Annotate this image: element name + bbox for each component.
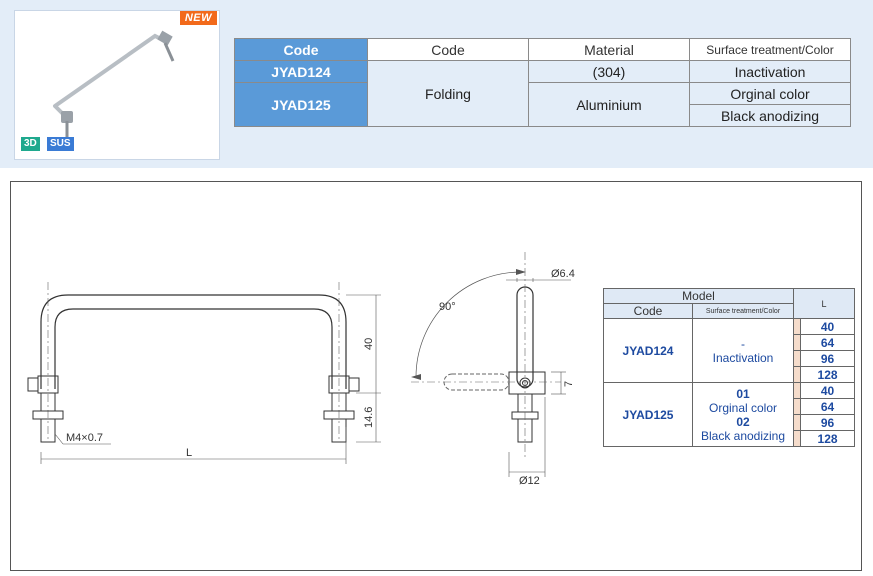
model-l-125-128: 128 xyxy=(800,430,855,447)
model-col-surface: Surface treatment/Color xyxy=(692,303,794,319)
angle-label: 90° xyxy=(439,301,456,313)
spec-surface-black: Black anodizing xyxy=(689,104,851,127)
model-surface-jyad124: - Inactivation xyxy=(692,318,794,383)
model-l-124-40: 40 xyxy=(800,318,855,335)
model-code-jyad125: JYAD125 xyxy=(603,382,693,447)
model-sub-jyad124: - xyxy=(741,336,745,351)
model-bar xyxy=(792,366,802,383)
model-bar xyxy=(792,430,802,447)
spec-header-code: Code xyxy=(234,38,368,61)
model-surface-jyad125: 01 Orginal color 02 Black anodizing xyxy=(692,382,794,447)
model-col-code: Code xyxy=(603,303,693,319)
model-bar xyxy=(792,414,802,431)
side-dim-label: 7 xyxy=(563,381,575,387)
tag-sus: SUS xyxy=(47,137,74,151)
model-l-124-96: 96 xyxy=(800,350,855,367)
model-surface1-jyad125: Orginal color xyxy=(708,400,778,415)
model-l-125-96: 96 xyxy=(800,414,855,431)
spec-header-code-2: Code xyxy=(367,38,529,61)
spec-code-jyad125: JYAD125 xyxy=(234,82,368,127)
dim-thread-length-label: 14.6 xyxy=(363,407,375,428)
model-l-124-64: 64 xyxy=(800,334,855,351)
model-bar xyxy=(792,382,802,399)
dim-height-label: 40 xyxy=(363,338,375,350)
spec-code-jyad124: JYAD124 xyxy=(234,60,368,83)
model-l-125-40: 40 xyxy=(800,382,855,399)
model-surface2-jyad125: Black anodizing xyxy=(700,428,786,443)
spec-header-surface: Surface treatment/Color xyxy=(689,38,851,61)
model-sub2-jyad125: 02 xyxy=(736,414,750,429)
spec-surface-inactivation: Inactivation xyxy=(689,60,851,83)
large-diameter-label: Ø12 xyxy=(519,475,540,487)
model-code-jyad124: JYAD124 xyxy=(603,318,693,383)
spec-material-aluminium: Aluminium xyxy=(528,82,690,127)
model-bar xyxy=(792,334,802,351)
length-label: L xyxy=(186,447,192,459)
spec-header-material: Material xyxy=(528,38,690,61)
model-col-l: L xyxy=(793,288,855,319)
spec-material-304: (304) xyxy=(528,60,690,83)
model-l-125-64: 64 xyxy=(800,398,855,415)
product-image-card: NEW 3D SUS xyxy=(14,10,220,160)
handle-product-icon xyxy=(53,30,175,139)
thread-label: M4×0.7 xyxy=(66,432,103,444)
new-badge: NEW xyxy=(179,11,217,25)
spec-surface-original: Orginal color xyxy=(689,82,851,105)
tag-3d: 3D xyxy=(21,137,40,151)
model-surface-text-jyad124: Inactivation xyxy=(712,350,774,365)
model-bar xyxy=(792,350,802,367)
spec-type: Folding xyxy=(367,60,529,127)
model-table: Model L Code Surface treatment/Color JYA… xyxy=(603,288,855,447)
spec-table: Code Code Material Surface treatment/Col… xyxy=(234,38,851,127)
model-bar xyxy=(792,318,802,335)
small-diameter-label: Ø6.4 xyxy=(551,268,575,280)
model-sub1-jyad125: 01 xyxy=(736,386,750,401)
model-l-124-128: 128 xyxy=(800,366,855,383)
model-bar xyxy=(792,398,802,415)
model-title: Model xyxy=(603,288,794,304)
drawing-svg: 40 14.6 M4×0.7 L 90° Ø6.4 Ø12 7 xyxy=(27,252,575,487)
